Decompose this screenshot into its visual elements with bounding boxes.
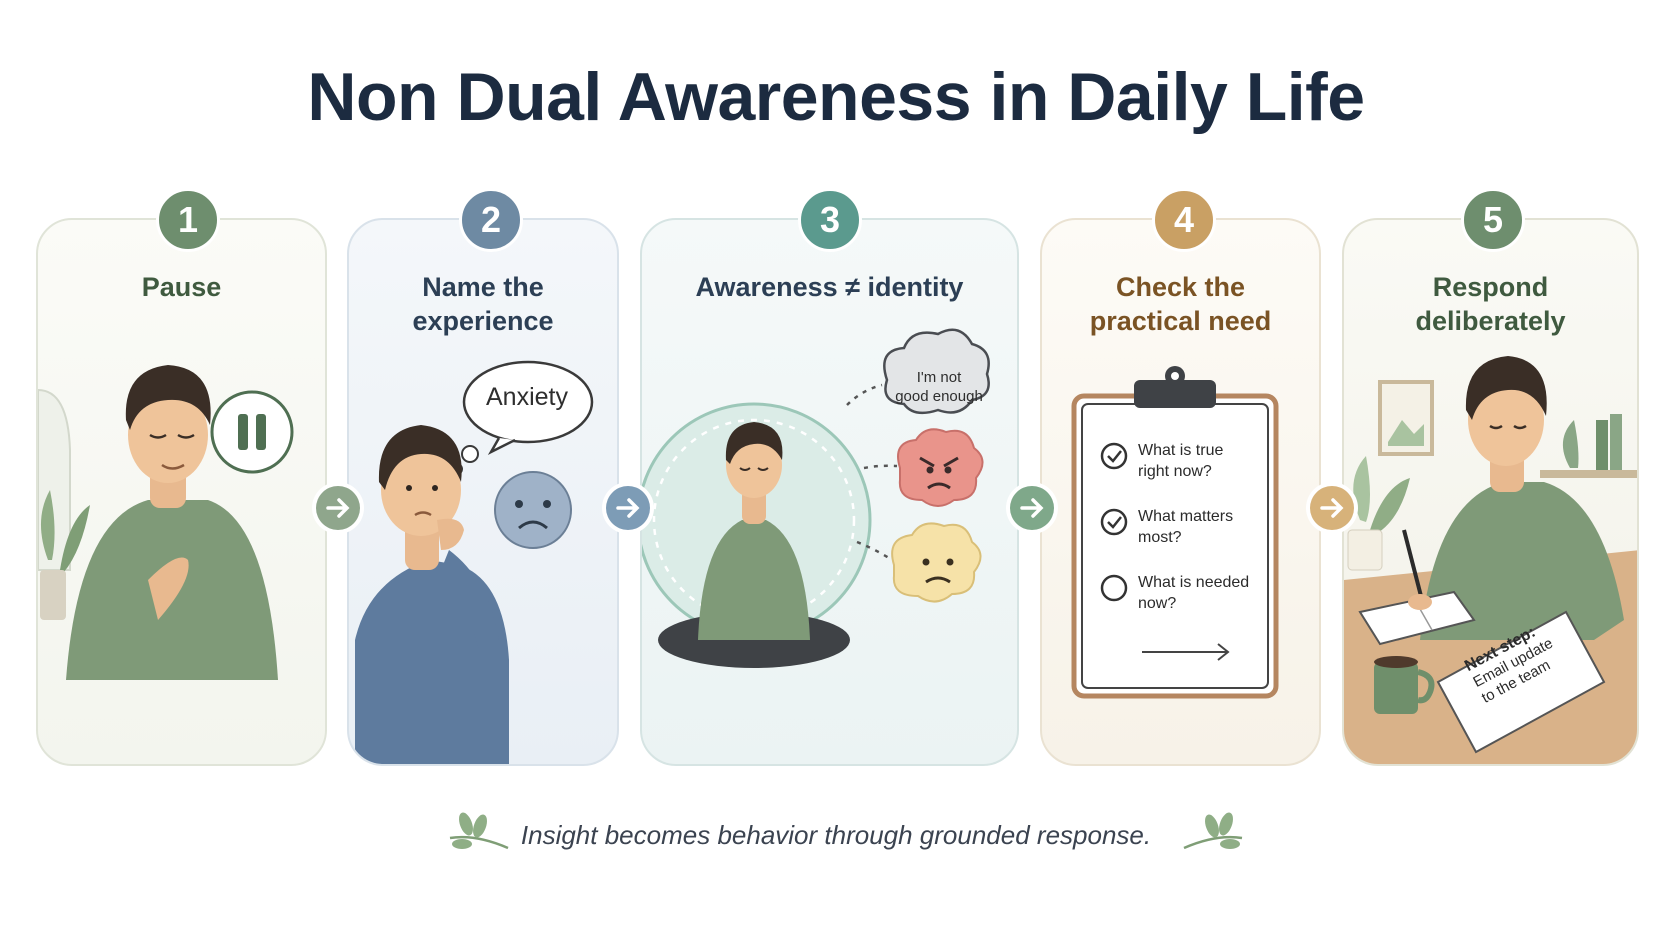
- anxiety-bubble-text: Anxiety: [486, 383, 568, 411]
- step-5-badge: 5: [1461, 188, 1525, 252]
- checklist-item: What is needed now?: [1100, 572, 1260, 622]
- step-5-label-line-2: deliberately: [1415, 306, 1566, 336]
- arrow-right-icon: [606, 486, 650, 530]
- step-1-label: Pause: [36, 270, 327, 304]
- thought-cloud-line-1: I'm not: [916, 369, 962, 386]
- checked-circle-icon: [1100, 508, 1128, 536]
- step-3-badge: 3: [798, 188, 862, 252]
- step-card-pause: [36, 218, 327, 766]
- step-card-respond: [1342, 218, 1639, 766]
- step-5-label: Respond deliberately: [1342, 270, 1639, 338]
- step-card-awareness-identity: [640, 218, 1019, 766]
- arrow-right-icon: [316, 486, 360, 530]
- checklist-text: What is needed: [1138, 574, 1250, 591]
- pause-illustration: [38, 365, 294, 680]
- checklist-text: What is true: [1138, 442, 1224, 459]
- thought-cloud-line-2: good enough: [895, 388, 983, 405]
- empty-circle-icon: [1100, 574, 1128, 602]
- step-2-badge: 2: [459, 188, 523, 252]
- step-4-badge: 4: [1152, 188, 1216, 252]
- step-4-label-line-1: Check the: [1115, 272, 1246, 302]
- name-experience-illustration: [355, 360, 594, 764]
- respond-illustration: [1344, 356, 1637, 764]
- step-1-badge: 1: [156, 188, 220, 252]
- step-3-label: Awareness ≠ identity: [695, 272, 964, 302]
- checklist-text: right now?: [1138, 463, 1212, 480]
- step-2-label: Name the experience: [347, 270, 619, 338]
- step-1-label-line: Pause: [141, 272, 222, 302]
- checklist-item: What matters most?: [1100, 506, 1260, 556]
- clipboard-illustration: [1071, 366, 1279, 699]
- step-card-practical-need: [1040, 218, 1321, 766]
- footer-caption: Insight becomes behavior through grounde…: [520, 820, 1152, 850]
- checklist-item: What is true right now?: [1100, 440, 1260, 490]
- step-5-label-line-1: Respond: [1432, 272, 1549, 302]
- checklist-text: most?: [1138, 529, 1182, 546]
- step-4-label-line-2: practical need: [1089, 306, 1272, 336]
- arrow-right-icon: [1310, 486, 1354, 530]
- leaf-sprig-icon: [449, 812, 509, 850]
- thought-cloud-text: I'm not good enough: [884, 368, 994, 406]
- step-2-label-line-1: Name the: [422, 272, 544, 302]
- checklist-text: What matters: [1138, 508, 1234, 525]
- checklist-text: now?: [1138, 595, 1177, 612]
- arrow-right-icon: [1010, 486, 1054, 530]
- leaf-sprig-icon: [1183, 812, 1243, 850]
- checked-circle-icon: [1100, 442, 1128, 470]
- step-card-name-experience: [347, 218, 619, 766]
- awareness-illustration: [642, 328, 990, 668]
- step-2-label-line-2: experience: [412, 306, 554, 336]
- step-4-label: Check the practical need: [1040, 270, 1321, 338]
- page-title: Non Dual Awareness in Daily Life: [307, 59, 1365, 135]
